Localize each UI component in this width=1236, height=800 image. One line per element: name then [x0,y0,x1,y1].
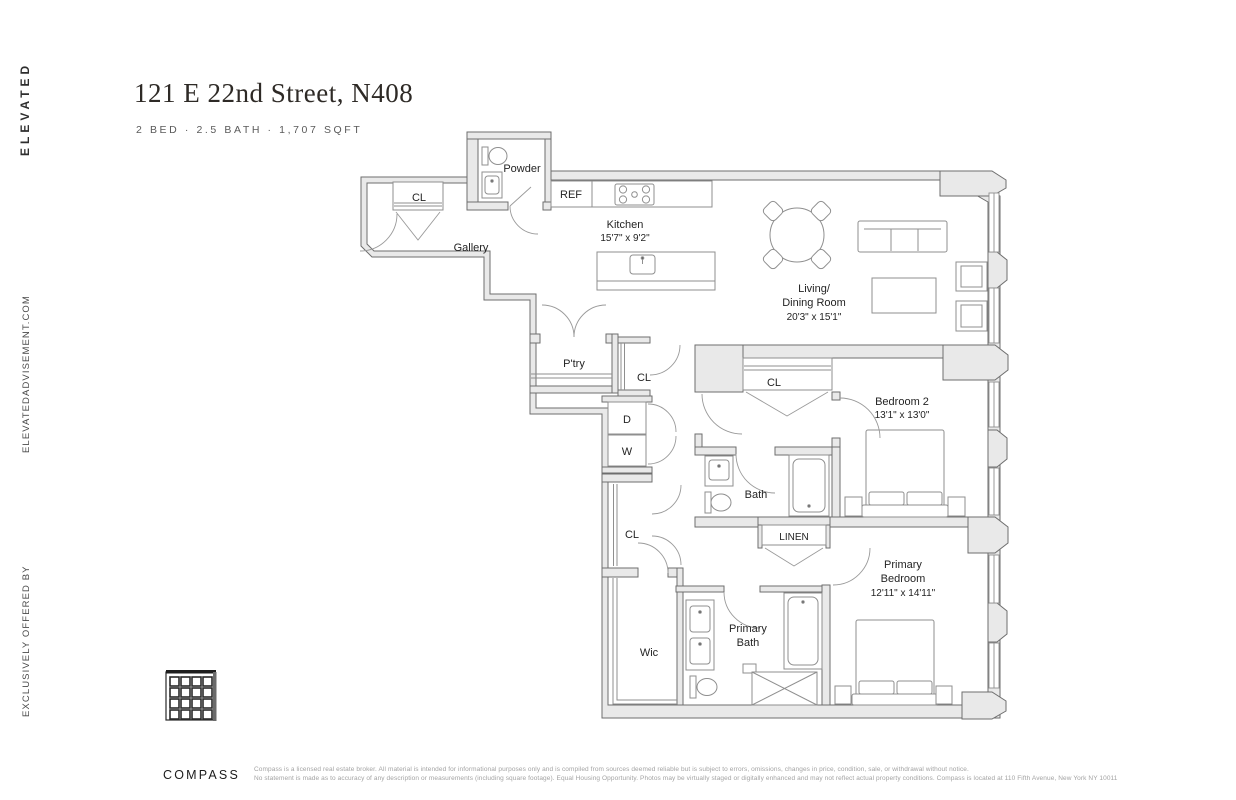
primary-bath-door-arc [723,591,761,629]
linen-bifold [764,547,824,567]
brand-vertical-text: ELEVATED [18,61,32,156]
armchair [955,261,988,292]
label-linen: LINEN [779,532,808,543]
label-bedroom2: Bedroom 2 [875,396,929,408]
bath-sink [704,455,734,487]
floorplan: Powder CL Gallery REF Kitchen 15'7" x 9'… [359,131,1009,720]
page-subtitle: 2 BED · 2.5 BATH · 1,707 SQFT [136,124,363,136]
linen-closet [761,524,827,546]
sofa [857,220,948,253]
walls [360,131,1009,720]
dining-table [762,200,832,270]
bath-tub [788,454,830,517]
corridor-door-arc [701,393,743,435]
label-bedroom2-dims: 13'1" x 13'0" [875,410,930,421]
label-gallery-cl: CL [412,192,426,204]
hall-closet-door-arc [649,344,681,376]
washer-box [607,434,647,467]
label-bath: Bath [745,489,768,501]
gallery-closet [392,181,444,211]
label-dryer: D [623,414,631,426]
page-title: 121 E 22nd Street, N408 [134,78,414,108]
label-living-2: Dining Room [782,297,846,309]
label-primary-bed-1: Primary [884,559,922,571]
room-labels: Powder CL Gallery REF Kitchen 15'7" x 9'… [412,163,936,659]
furniture [481,146,988,706]
disclaimer-line-2: No statement is made as to accuracy of a… [254,774,1118,782]
dryer-box [607,401,647,435]
offered-by-vertical-text: EXCLUSIVELY OFFERED BY [21,565,32,717]
label-primary-bath-2: Bath [737,637,760,649]
label-primary-bed-dims: 12'11" x 14'11" [871,588,936,599]
powder-toilet [481,146,508,166]
shower [751,671,818,706]
primary-bedroom-door-arc [832,547,871,586]
dryer-door-arc [647,403,677,433]
website-vertical-text: ELEVATEDADVISEMENT.COM [21,295,32,453]
compass-wordmark: COMPASS [163,768,240,782]
washer-door-arc [647,435,677,465]
armchair [955,300,988,332]
primary-bed [834,619,953,706]
powder-sink [481,171,503,199]
label-primary-bath-1: Primary [729,623,767,635]
gallery-closet-bifold [395,211,441,241]
primary-closet-door-arc [651,484,682,515]
pantry-door-arc [541,304,575,338]
bedroom2-closet [742,357,833,391]
label-living-dims: 20'3" x 15'1" [787,312,842,323]
label-pantry: P'try [563,358,585,370]
bath-toilet [704,491,732,514]
primary-closet-door-arc [651,535,682,566]
disclaimer: Compass is a licensed real estate broker… [254,766,1118,783]
label-washer: W [622,446,633,458]
wic-door-arc [637,542,669,574]
bedroom2-bed [844,429,966,518]
closets-and-appliances [392,181,833,705]
primary-toilet [689,675,718,699]
label-wic: Wic [640,647,659,659]
stove [614,183,655,206]
label-ref: REF [560,189,582,201]
bedroom2-closet-bifold [745,391,829,417]
windows [988,192,1000,689]
label-hall-cl: CL [637,372,651,384]
pantry-door-arc [573,304,607,338]
kitchen-island [596,251,716,291]
label-primary-cl: CL [625,529,639,541]
label-living-1: Living/ [798,283,831,295]
bedroom2-door-arc [839,397,881,439]
powder-door [509,186,539,235]
primary-vanity [685,599,757,674]
label-kitchen-dims: 15'7" x 9'2" [600,233,650,244]
label-gallery: Gallery [454,242,489,254]
primary-tub [783,592,823,670]
entry-door-arc [359,213,398,252]
doors [359,186,881,629]
bath-door-arc [735,453,776,494]
label-primary-bed-2: Bedroom [881,573,926,585]
label-powder: Powder [503,163,541,175]
disclaimer-line-1: Compass is a licensed real estate broker… [254,766,969,773]
footer: COMPASS Compass is a licensed real estat… [163,766,1183,783]
label-bedroom2-cl: CL [767,377,781,389]
label-kitchen: Kitchen [607,219,644,231]
elevated-grid-logo-icon [165,670,217,721]
coffee-table [871,277,937,314]
